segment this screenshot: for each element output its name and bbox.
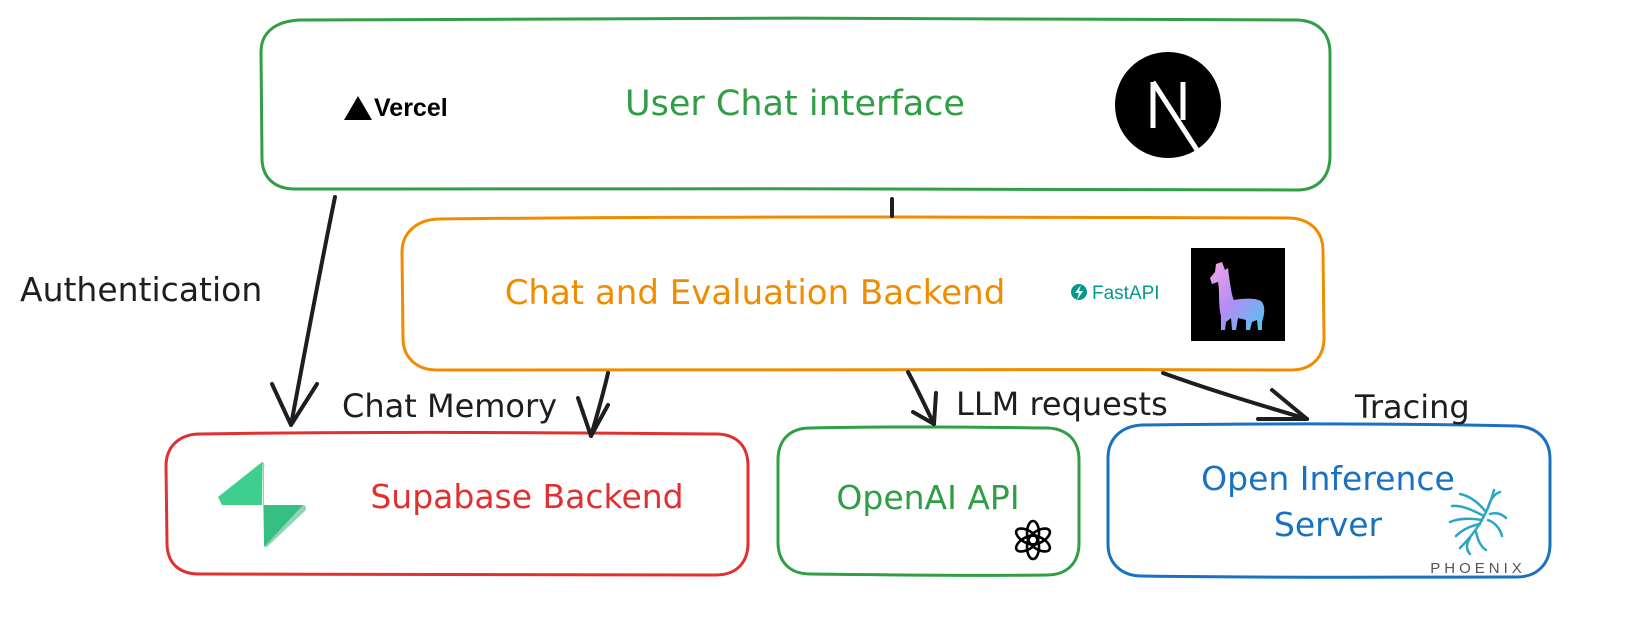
tracing-edge-label: Tracing — [1354, 388, 1470, 426]
supabase-box — [164, 430, 750, 577]
tracing-arrowhead — [1256, 388, 1309, 421]
phoenix-logo-text: PHOENIX — [1430, 560, 1526, 577]
vercel-logo-icon — [344, 96, 372, 120]
fastapi-logo-text: FastAPI — [1092, 283, 1160, 304]
backend-label: Chat and Evaluation Backend — [505, 273, 1006, 313]
phoenix-logo-icon — [1448, 488, 1508, 556]
llama-logo-icon — [1191, 248, 1285, 341]
frontend-label: User Chat interface — [625, 84, 965, 124]
auth-arrowhead — [270, 382, 319, 427]
auth-edge-label: Authentication — [20, 270, 262, 309]
phoenix-box — [1106, 422, 1552, 579]
memory-arrowhead — [576, 396, 610, 438]
llm-edge-label: LLM requests — [956, 385, 1168, 423]
tracing-arrow — [1161, 371, 1309, 421]
frontend-box — [259, 16, 1332, 192]
memory-edge-label: Chat Memory — [342, 387, 557, 425]
llm-arrowhead — [911, 391, 938, 426]
phoenix-label-line1: Open Inference — [1201, 459, 1455, 498]
vercel-logo-text: Vercel — [374, 94, 448, 122]
vercel-logo: Vercel — [344, 94, 448, 122]
openai-label: OpenAI API — [836, 478, 1019, 517]
backend-box — [400, 215, 1326, 372]
supabase-label: Supabase Backend — [370, 477, 683, 516]
nextjs-logo-icon — [1115, 52, 1221, 158]
openai-logo-icon — [1014, 519, 1052, 561]
memory-arrow — [589, 371, 610, 438]
phoenix-logo: PHOENIX — [1430, 488, 1526, 577]
phoenix-label-line2: Server — [1274, 505, 1383, 544]
supabase-logo-icon — [218, 462, 307, 548]
llm-arrow — [906, 370, 936, 426]
fastapi-logo: FastAPI — [1071, 283, 1160, 304]
auth-arrow — [289, 195, 337, 427]
openai-box — [776, 425, 1081, 577]
